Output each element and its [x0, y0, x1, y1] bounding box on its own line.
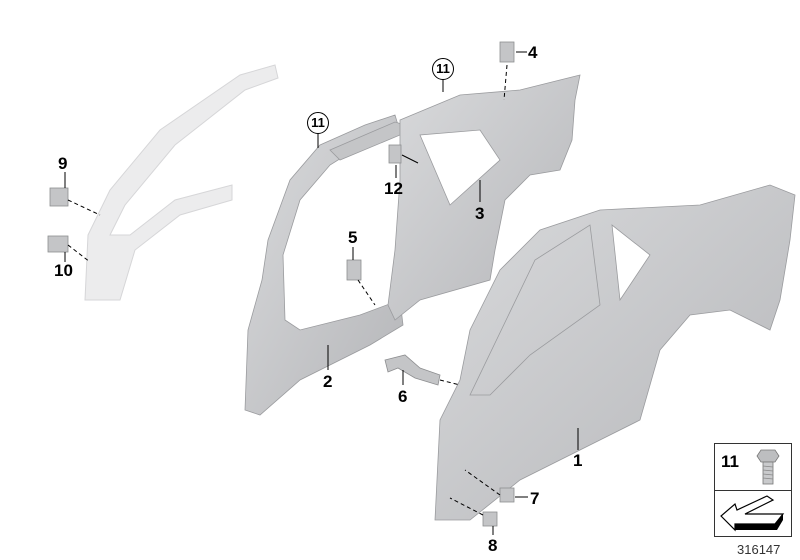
part-3-rear-quarter-panel [387, 74, 581, 321]
part-8-bracket [482, 511, 498, 527]
part-10-bracket [47, 235, 69, 253]
callout-12: 12 [384, 179, 403, 198]
legend-box: 11 [714, 443, 792, 537]
small-brackets [47, 41, 515, 527]
part-5-bracket [346, 259, 362, 281]
part-4-bracket [499, 41, 515, 63]
callout-7: 7 [530, 489, 540, 508]
callout-1: 1 [573, 451, 583, 470]
callout-11-circled: 11 [432, 58, 454, 80]
part-1-side-frame [434, 184, 796, 521]
leader-lines [64, 51, 579, 535]
legend-part-number: 11 [721, 452, 739, 471]
reference-number: 316147 [737, 542, 781, 557]
callout-10: 10 [54, 261, 73, 280]
part-6-bracket [384, 354, 441, 386]
part-2-a-pillar-sill [244, 114, 404, 416]
callout-4: 4 [528, 43, 538, 62]
callout-6: 6 [398, 387, 408, 406]
part-12-bracket [388, 144, 402, 164]
callout-3: 3 [475, 204, 485, 223]
legend-row-bolt: 11 [715, 444, 791, 491]
callout-9: 9 [58, 154, 68, 173]
part-9-bracket [49, 187, 69, 207]
direction-arrow-icon [720, 495, 785, 532]
faded-body-side-frame [84, 64, 279, 301]
part-7-bracket [499, 487, 515, 503]
callout-11-circled: 11 [307, 112, 329, 134]
callout-2: 2 [323, 372, 333, 391]
callout-8: 8 [488, 536, 498, 555]
bolt-icon [756, 449, 780, 485]
callout-5: 5 [348, 228, 358, 247]
